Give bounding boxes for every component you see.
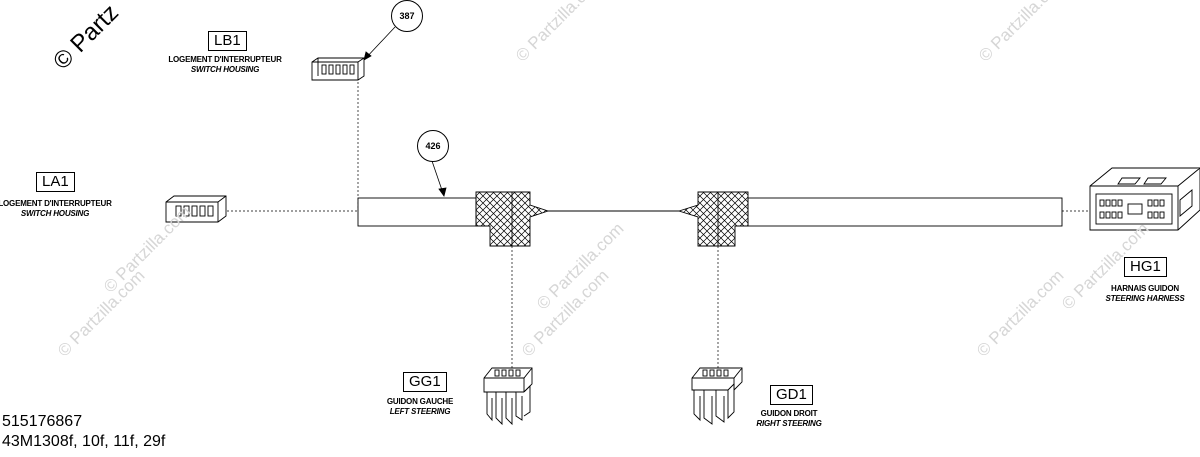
connector-lb1-icon xyxy=(311,57,365,81)
connector-la1-fr: LOGEMENT D'INTERRUPTEUR xyxy=(0,199,112,208)
connector-gd1-caption: GUIDON DROIT RIGHT STEERING xyxy=(756,409,821,429)
connector-gd1-icon xyxy=(691,367,743,425)
connector-hg1-code: HG1 xyxy=(1124,257,1167,277)
callout-426: 426 xyxy=(417,130,449,162)
connector-hg1-caption: HARNAIS GUIDON STEERING HARNESS xyxy=(1105,284,1184,304)
connector-lb1-en: SWITCH HOUSING xyxy=(190,65,260,74)
connector-lb1-fr: LOGEMENT D'INTERRUPTEUR xyxy=(168,55,282,64)
part-number: 515176867 xyxy=(2,413,83,430)
connector-la1-icon xyxy=(165,195,227,223)
tube-right-segment xyxy=(747,197,1063,227)
junction-right xyxy=(677,191,749,247)
connector-hg1-fr: HARNAIS GUIDON xyxy=(1111,284,1179,293)
connector-gd1-en: RIGHT STEERING xyxy=(756,419,822,428)
callout-leaders xyxy=(363,26,447,197)
connector-gg1-en: LEFT STEERING xyxy=(389,407,451,416)
main-harness-tube xyxy=(357,197,1063,227)
connector-hg1-en: STEERING HARNESS xyxy=(1105,294,1185,303)
connector-gg1-code: GG1 xyxy=(403,372,447,392)
connector-lb1-caption: LOGEMENT D'INTERRUPTEUR SWITCH HOUSING xyxy=(168,55,282,75)
connector-la1-en: SWITCH HOUSING xyxy=(20,209,90,218)
connector-la1-code: LA1 xyxy=(36,172,75,192)
connector-gg1-fr: GUIDON GAUCHE xyxy=(386,397,454,406)
connector-gd1-code: GD1 xyxy=(770,385,813,405)
connector-gd1-fr: GUIDON DROIT xyxy=(760,409,818,418)
connector-hg1-icon xyxy=(1089,167,1200,231)
tube-left-segment xyxy=(357,197,477,227)
connector-gg1-caption: GUIDON GAUCHE LEFT STEERING xyxy=(387,397,453,417)
connector-la1-caption: LOGEMENT D'INTERRUPTEUR SWITCH HOUSING xyxy=(0,199,112,219)
connector-lb1-code: LB1 xyxy=(208,31,247,51)
callout-387: 387 xyxy=(391,0,423,32)
junction-left xyxy=(475,191,550,247)
connector-gg1-icon xyxy=(483,367,533,426)
model-list: 43M1308f, 10f, 11f, 29f xyxy=(2,433,166,450)
dashed-leaders xyxy=(227,78,1088,376)
